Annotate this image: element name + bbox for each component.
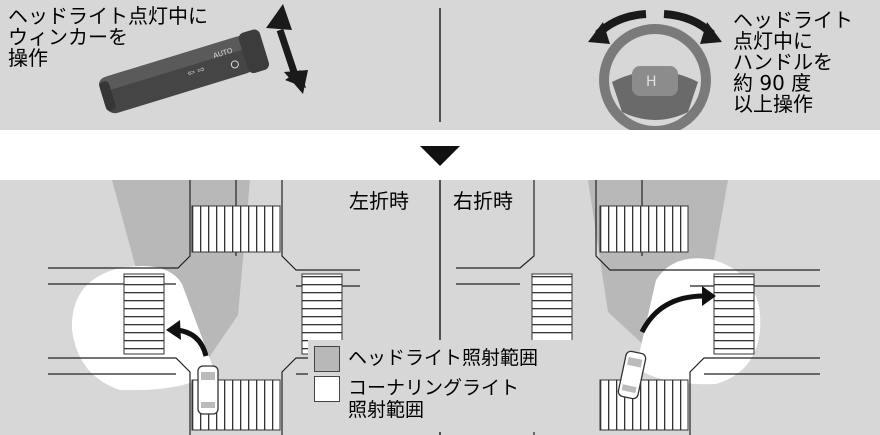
right-turn-arrow-icon [639,293,705,334]
right-turn-label: 右折時 [453,189,513,213]
legend: ヘッドライト照射範囲 コーナリングライト 照射範囲 [308,340,586,432]
right-crosswalk-bottom [599,379,689,431]
svg-text:H: H [646,74,657,90]
left-car-icon [197,365,219,415]
down-arrow-icon [420,146,460,166]
legend-label-headlight: ヘッドライト照射範囲 [348,347,539,369]
bottom-panel: 左折時 右折時 ヘッドライト照射範囲 コーナリングライト 照射範囲 [0,180,880,435]
right-car-icon [617,350,647,400]
right-crosswalk-top [599,205,689,253]
top-panel: ヘッドライト点灯中に ウィンカーを 操作 ヘッドライト 点灯中に ハンドルを 約… [0,0,880,130]
legend-swatch-cornering [314,376,340,402]
left-instruction: ヘッドライト点灯中に ウィンカーを 操作 [8,4,208,70]
steering-wheel-icon: H [599,24,711,130]
right-instruction: ヘッドライト 点灯中に ハンドルを 約 90 度 以上操作 [733,8,853,116]
top-illustrations: ⇦ ⇨ AUTO H [98,4,722,130]
stalk-headlight-icon [230,60,239,69]
left-turn-label: 左折時 [349,189,409,213]
turn-signal-stalk: ⇦ ⇨ AUTO [98,29,270,114]
right-crosswalk-right [713,273,755,355]
left-crosswalk-left [123,273,165,355]
intersection-diagram [48,180,820,435]
legend-swatch-headlight [314,346,340,372]
stalk-motion-arrow-icon [266,4,308,94]
legend-label-cornering: コーナリングライト 照射範囲 [348,377,520,421]
left-crosswalk-top [191,205,281,253]
